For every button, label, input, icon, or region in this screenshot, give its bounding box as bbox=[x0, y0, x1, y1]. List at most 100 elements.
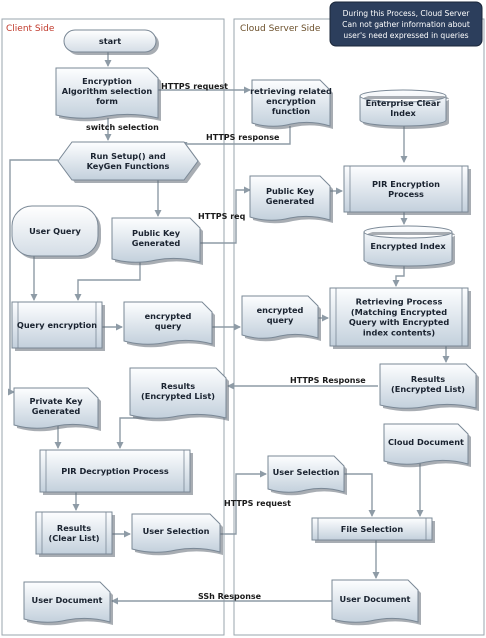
node-label: Algorithm selection bbox=[62, 86, 153, 96]
node-file-sel: File Selection bbox=[311, 517, 435, 543]
node-label: Results bbox=[57, 523, 91, 533]
node-label: Public Key bbox=[132, 228, 181, 238]
lane-title-client: Client Side bbox=[6, 24, 55, 34]
node-label: PIR Encryption bbox=[372, 179, 440, 189]
node-results-client: Results(Encrypted List) bbox=[129, 367, 229, 422]
node-label: Cloud Document bbox=[388, 437, 464, 447]
edge-encindex-to-retrieving bbox=[392, 266, 405, 287]
node-pir-dec: PIR Decryption Process bbox=[39, 449, 193, 495]
edge-labels: HTTPS request switch selection HTTPS res… bbox=[86, 82, 366, 601]
node-label: Retrieving Process bbox=[356, 297, 443, 307]
node-shape bbox=[23, 581, 111, 623]
lane-title-cloud: Cloud Server Side bbox=[240, 24, 321, 34]
node-shape bbox=[11, 301, 103, 349]
node-label: query bbox=[267, 315, 294, 325]
node-label: PIR Decryption Process bbox=[61, 466, 169, 476]
node-label: User Selection bbox=[143, 526, 210, 536]
node-shape bbox=[55, 67, 159, 119]
node-label: encrypted bbox=[257, 305, 304, 315]
node-label: function bbox=[272, 106, 310, 116]
node-label: File Selection bbox=[341, 524, 404, 534]
node-label: Run Setup() and bbox=[90, 151, 166, 161]
label-https-request-1: HTTPS request bbox=[161, 82, 228, 91]
node-user-query: User Query bbox=[11, 205, 101, 259]
label-switch-selection: switch selection bbox=[86, 123, 159, 132]
edge-setup-to-privatekey bbox=[8, 159, 58, 396]
node-label: Encrypted Index bbox=[370, 241, 446, 251]
node-shape bbox=[129, 367, 227, 419]
node-label: Enterprise Clear bbox=[366, 98, 442, 108]
edge-usersel-to-cloud bbox=[220, 470, 267, 535]
node-shape bbox=[343, 165, 469, 213]
node-label: KeyGen Functions bbox=[87, 161, 170, 171]
edge-cloudsel-to-filesel bbox=[342, 473, 376, 517]
node-label: (Encrypted List) bbox=[141, 391, 215, 401]
node-label: Private Key bbox=[29, 396, 83, 406]
node-user-doc-cloud: User Document bbox=[331, 579, 421, 626]
node-shape bbox=[13, 387, 99, 429]
node-start: start bbox=[63, 29, 159, 55]
node-label: encrypted bbox=[145, 311, 192, 321]
node-label: (Clear List) bbox=[48, 533, 99, 543]
node-label: Encryption bbox=[82, 76, 132, 86]
node-query-enc: Query encryption bbox=[11, 301, 105, 351]
node-encrypted-index: Encrypted Index bbox=[363, 225, 455, 269]
node-shape bbox=[241, 295, 319, 339]
node-label: Query with Encrypted bbox=[349, 317, 450, 327]
label-https-response-1: HTTPS response bbox=[206, 133, 280, 142]
node-cloud-doc: Cloud Document bbox=[383, 423, 471, 468]
node-shape bbox=[359, 89, 447, 127]
node-label: User Document bbox=[32, 595, 103, 605]
node-shape bbox=[329, 287, 469, 347]
node-shape bbox=[311, 517, 433, 541]
label-https-response-2: HTTPS Response bbox=[290, 376, 366, 385]
note-line-3: user's need expressed in queries bbox=[343, 31, 468, 40]
node-results-clear: Results(Clear List) bbox=[35, 511, 115, 557]
node-shape bbox=[249, 175, 331, 221]
node-shape bbox=[383, 423, 469, 465]
label-ssh-response: SSh Response bbox=[198, 592, 262, 601]
node-label: encryption bbox=[266, 96, 316, 106]
node-results-cloud: Results(Encrypted List) bbox=[379, 363, 479, 412]
node-shape bbox=[35, 511, 113, 555]
node-label: Public Key bbox=[266, 186, 315, 196]
edge-pubkey-to-cloud bbox=[200, 186, 251, 244]
note-line-1: During this Process, Cloud Server bbox=[343, 9, 471, 18]
node-label: query bbox=[155, 321, 182, 331]
node-shape bbox=[379, 363, 477, 409]
node-label: Generated bbox=[266, 196, 315, 206]
node-retrieving: Retrieving Process(Matching EncryptedQue… bbox=[329, 287, 471, 349]
node-shape bbox=[131, 513, 221, 553]
node-user-sel-cloud: User Selection bbox=[267, 455, 347, 496]
node-label: Results bbox=[411, 374, 445, 384]
node-user-sel-client: User Selection bbox=[131, 513, 223, 556]
node-shape bbox=[111, 217, 201, 263]
node-label: start bbox=[99, 36, 121, 46]
node-label: retrieving related bbox=[250, 86, 332, 96]
label-https-request-3: HTTPS request bbox=[224, 499, 291, 508]
node-label: User Document bbox=[340, 594, 411, 604]
node-shape bbox=[123, 301, 213, 345]
node-shape bbox=[267, 455, 345, 493]
node-shape bbox=[251, 79, 331, 127]
node-user-doc-client: User Document bbox=[23, 581, 113, 626]
note-line-2: Can not gather information about bbox=[342, 20, 470, 29]
node-label: User Selection bbox=[273, 467, 340, 477]
node-label: Generated bbox=[132, 238, 181, 248]
node-label: (Matching Encrypted bbox=[351, 307, 447, 317]
node-label: Index bbox=[390, 108, 416, 118]
node-shape bbox=[63, 29, 157, 53]
node-shape bbox=[39, 449, 191, 493]
node-shape bbox=[11, 205, 99, 257]
